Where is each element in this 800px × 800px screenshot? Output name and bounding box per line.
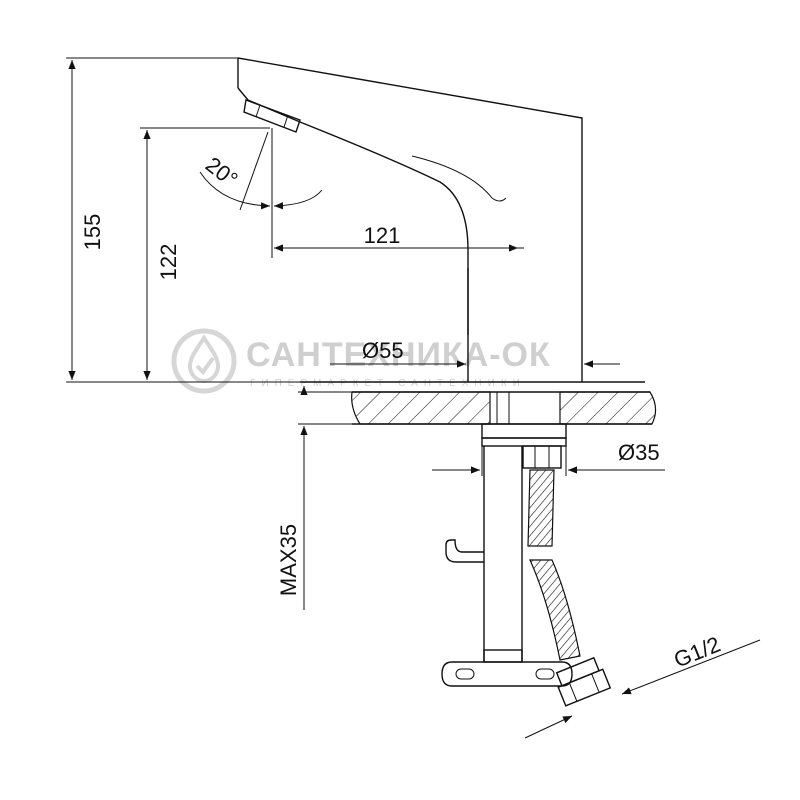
dimension-total-height: 155 bbox=[66, 57, 300, 383]
label-base-diameter: Ø55 bbox=[362, 338, 404, 363]
label-spout-height: 122 bbox=[156, 244, 181, 281]
label-height-total: 155 bbox=[80, 214, 105, 251]
label-angle: 20° bbox=[201, 152, 243, 192]
dimension-reach: 121 bbox=[274, 223, 524, 252]
label-thread: G1/2 bbox=[670, 631, 724, 672]
watermark-tagline: ГИПЕРМАРКЕТ САНТЕХНИКИ bbox=[250, 378, 526, 389]
faucet-body bbox=[237, 57, 583, 382]
dimension-max-counter: MAX35 bbox=[276, 386, 352, 610]
watermark-brand: САНТЕХНИКА-ОК bbox=[246, 336, 551, 374]
watermark-logo-icon bbox=[171, 328, 237, 394]
dimension-angle: 20° bbox=[199, 128, 323, 258]
watermark: САНТЕХНИКА-ОК ГИПЕРМАРКЕТ САНТЕХНИКИ bbox=[171, 328, 551, 394]
mounting-hardware bbox=[441, 423, 612, 707]
dimension-spout-height: 122 bbox=[140, 127, 270, 380]
label-reach: 121 bbox=[364, 223, 401, 248]
dimension-base-diameter: Ø55 bbox=[330, 338, 620, 368]
label-shank-diameter: Ø35 bbox=[618, 440, 660, 465]
dimension-shank-diameter: Ø35 bbox=[432, 440, 665, 476]
label-max-counter: MAX35 bbox=[276, 524, 301, 596]
